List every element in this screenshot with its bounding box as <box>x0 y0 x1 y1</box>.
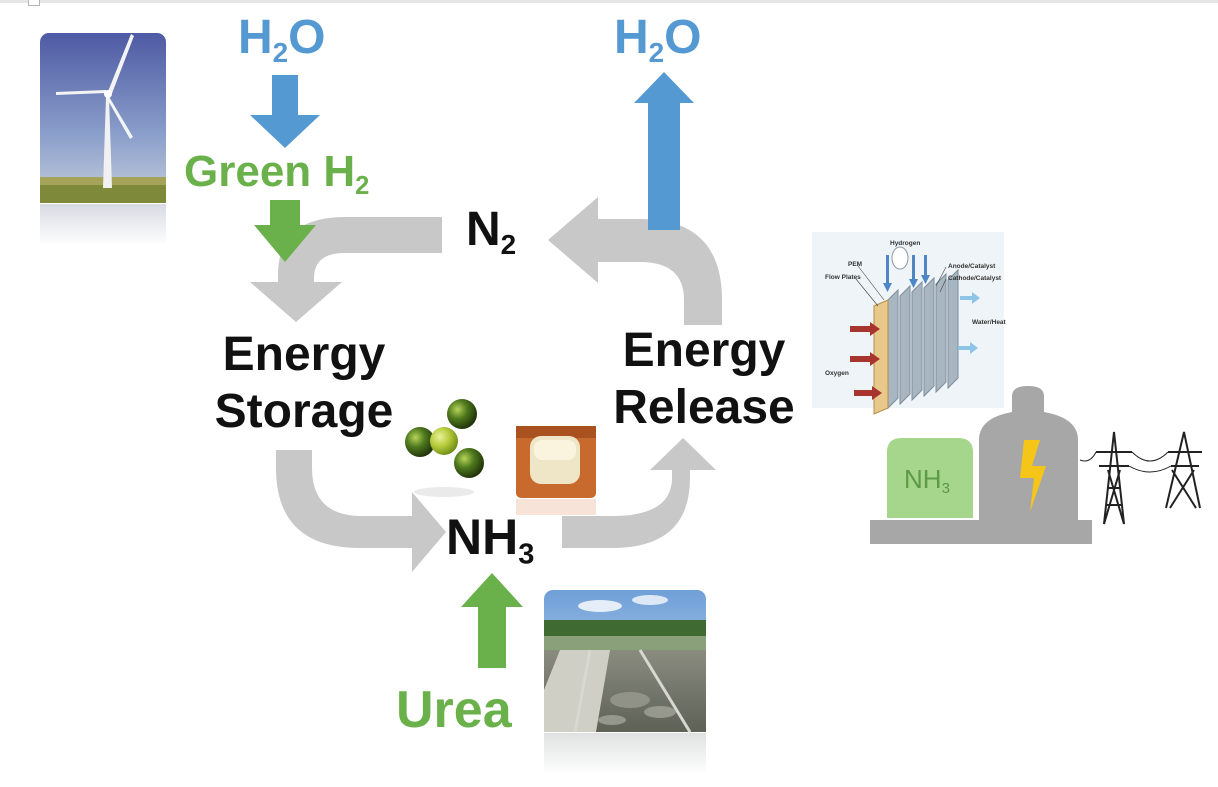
arrow-storage-to-nh3 <box>276 450 446 572</box>
urea-arrow <box>461 573 523 668</box>
urea-cube-photo <box>516 426 596 515</box>
fuel-cell-flow-plates-label: Flow Plates <box>825 274 861 281</box>
fuel-cell-diagram: Hydrogen PEM Flow Plates Anode/Catalyst … <box>812 232 1007 415</box>
corner-marker <box>28 0 40 6</box>
power-plant-icon <box>870 386 1092 544</box>
ammonia-label: NH3 <box>446 509 535 571</box>
fuel-cell-oxygen-label: Oxygen <box>825 370 849 377</box>
fuel-cell-hydrogen-label: Hydrogen <box>890 240 920 247</box>
wastewater-plant-photo <box>544 590 706 775</box>
water-output-label: H2O <box>614 11 702 68</box>
fuel-cell-pem-label: PEM <box>848 261 862 268</box>
green-arrows <box>254 200 523 668</box>
arrow-release-to-n2 <box>548 197 722 325</box>
fuel-cell-water-heat-label: Water/Heat <box>972 319 1007 326</box>
urea-label: Urea <box>396 681 512 739</box>
water-input-label: H2O <box>238 11 326 68</box>
lightning-bolt-icon <box>1020 440 1046 512</box>
tank-nh3-label: NH3 <box>904 464 950 497</box>
window-top-edge <box>0 0 1218 3</box>
nitrogen-label: N2 <box>466 203 517 260</box>
ammonia-molecule-icon <box>405 399 484 497</box>
fuel-cell-cathode-label: Cathode/Catalyst <box>948 275 1002 282</box>
energy-storage-label: Energy Storage <box>214 328 394 438</box>
transmission-tower-icon <box>1079 431 1202 525</box>
water-in-arrow <box>250 75 320 148</box>
blue-arrows <box>250 72 694 230</box>
green-hydrogen-label: Green H2 <box>184 147 370 201</box>
energy-release-label: Energy Release <box>613 324 795 434</box>
green-h2-arrow <box>254 200 316 262</box>
water-out-arrow <box>634 72 694 230</box>
arrow-nh3-to-release <box>562 438 716 548</box>
wind-turbine-photo <box>40 33 166 246</box>
fuel-cell-anode-label: Anode/Catalyst <box>948 263 996 270</box>
